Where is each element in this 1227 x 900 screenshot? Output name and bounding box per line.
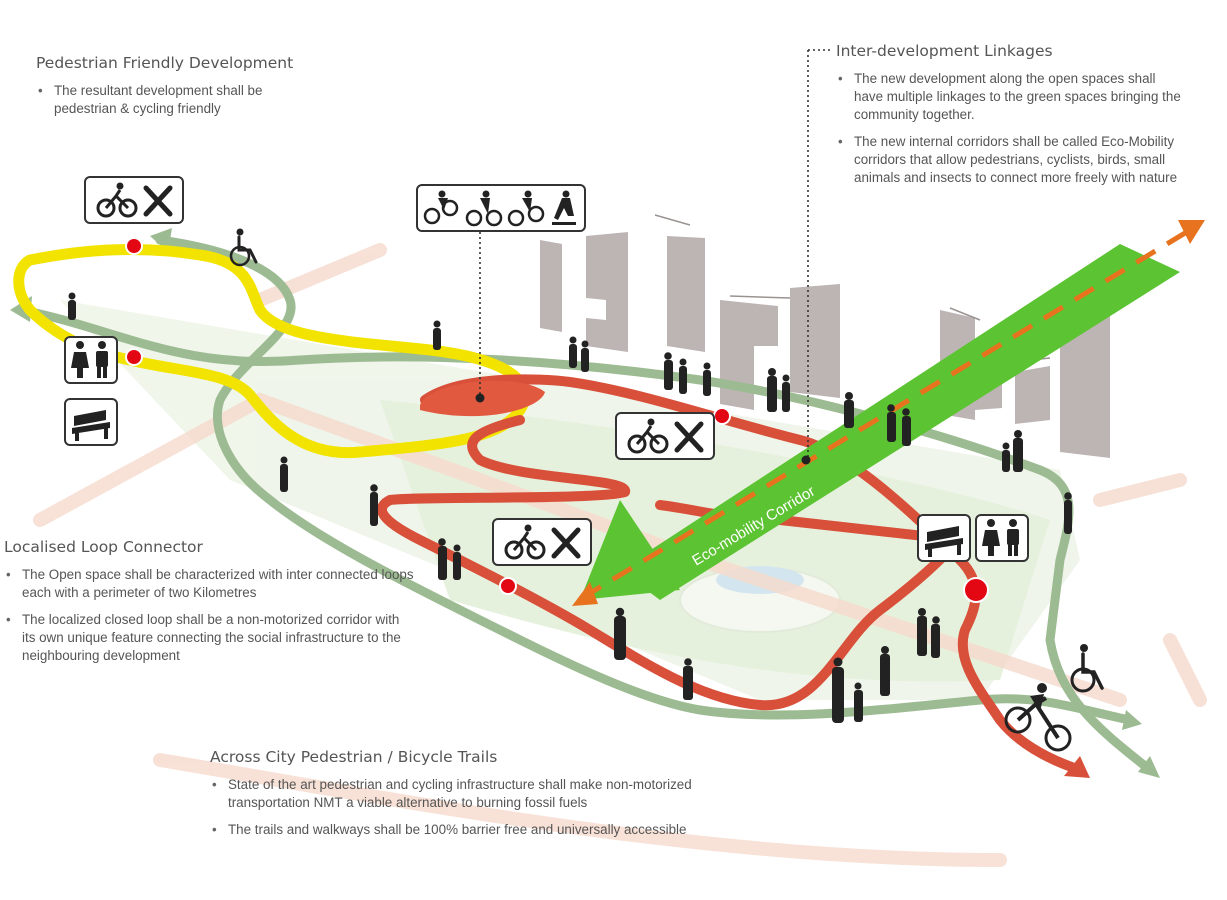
loop-section: Localised Loop Connector The Open space … [4,538,424,674]
cyclist-icon [1004,683,1072,752]
trails-bullet: State of the art pedestrian and cycling … [210,776,770,812]
bmx-bike-skate-icon [416,184,586,232]
pedestrian-section: Pedestrian Friendly Development The resu… [36,54,336,127]
red-loop-arrowhead [1064,756,1090,778]
person-icon [880,646,890,696]
person-icon [614,607,626,660]
bike-repair-station-icon [84,176,184,224]
leader-lines [479,49,832,460]
person-icon [569,336,577,368]
people-silhouettes [68,292,1072,752]
person-icon [370,484,378,526]
trails-title: Across City Pedestrian / Bicycle Trails [210,748,498,766]
eco-corridor [572,220,1205,606]
restroom-icon [64,336,118,384]
person-icon [438,538,447,580]
green-trail [17,235,1155,775]
person-icon [887,404,896,442]
person-icon [280,456,288,492]
stop-markers [125,237,989,603]
loop-bullet: The Open space shall be characterized wi… [4,566,414,602]
person-icon [68,292,76,320]
person-icon [917,608,927,656]
restroom-icon [975,514,1029,562]
linkages-section: Inter-development Linkages The new devel… [836,42,1196,196]
red-loop [377,374,1085,775]
loop-title: Localised Loop Connector [4,538,203,556]
person-icon [854,682,863,722]
wheelchair-icon [226,228,262,268]
leader-dot [475,393,485,403]
bike-repair-station-icon [615,412,715,460]
linkages-title: Inter-development Linkages [836,42,1053,60]
trails-bullet: The trails and walkways shall be 100% ba… [210,821,770,839]
bench-icon [64,398,118,446]
person-icon [782,374,790,412]
person-icon [1064,492,1072,534]
person-icon [902,408,911,446]
leader-dot [801,455,811,465]
bike-repair-station-icon [492,518,592,566]
bench-icon [917,514,971,562]
person-icon [844,392,854,428]
person-icon [832,657,844,723]
person-icon [581,340,589,372]
person-icon [1002,442,1010,472]
pedestrian-title: Pedestrian Friendly Development [36,54,294,72]
linkages-bullet: The new development along the open space… [836,70,1181,124]
person-icon [664,352,673,390]
person-icon [683,658,693,700]
pedestrian-bullet: The resultant development shall be pedes… [36,82,306,118]
person-icon [703,362,711,396]
wheelchair-icon [1066,642,1106,696]
person-icon [433,320,441,350]
loop-bullet: The localized closed loop shall be a non… [4,611,414,665]
person-icon [679,358,687,394]
trails-section: Across City Pedestrian / Bicycle Trails … [210,748,770,848]
person-icon [931,616,940,658]
person-icon [1013,430,1023,472]
person-icon [767,368,777,412]
person-icon [453,544,461,580]
linkages-bullet: The new internal corridors shall be call… [836,133,1181,187]
